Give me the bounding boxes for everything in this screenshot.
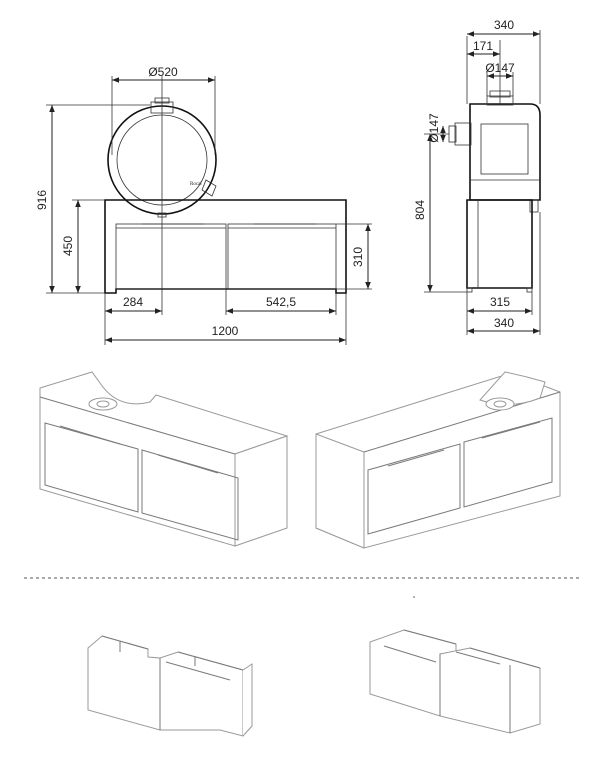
- drawer-left: [115, 223, 227, 290]
- dim-drawer-width: 542,5: [266, 295, 296, 309]
- base-cabinet-outline: [104, 199, 347, 294]
- stove-door-handle: [201, 179, 217, 197]
- front-view: Rocal Ø520 916 450: [35, 65, 372, 345]
- iso-base-right: [315, 371, 561, 549]
- drawer-units-right: [369, 629, 541, 734]
- dim-side-flue-top-diameter: Ø147: [485, 61, 515, 75]
- dim-base-height: 450: [61, 236, 75, 256]
- dim-drawer-height: 310: [351, 247, 365, 267]
- dim-side-base-depth: 315: [490, 295, 510, 309]
- side-view: 340 171 Ø147 Ø147 804 315 340: [413, 18, 541, 335]
- dim-total-height: 916: [35, 190, 49, 210]
- dim-side-flue-center: 171: [473, 39, 493, 53]
- side-base-cabinet: [466, 199, 533, 289]
- dim-offset-left: 284: [123, 295, 143, 309]
- side-stove-body: [469, 103, 541, 201]
- dim-side-flue-height: 804: [413, 200, 427, 220]
- dim-side-total-depth: 340: [494, 18, 514, 32]
- iso-base-left: [39, 371, 289, 547]
- stove-brand-mark: Rocal: [190, 182, 202, 187]
- side-flue-rear: [454, 122, 472, 146]
- drawer-right: [227, 223, 337, 290]
- side-stove-door: [480, 123, 529, 175]
- dim-side-bottom-depth: 340: [494, 316, 514, 330]
- dim-side-flue-rear-diameter: Ø147: [427, 113, 441, 143]
- dim-stove-diameter: Ø520: [148, 65, 178, 79]
- dim-total-width: 1200: [212, 324, 239, 338]
- drawer-units-left: [87, 635, 253, 737]
